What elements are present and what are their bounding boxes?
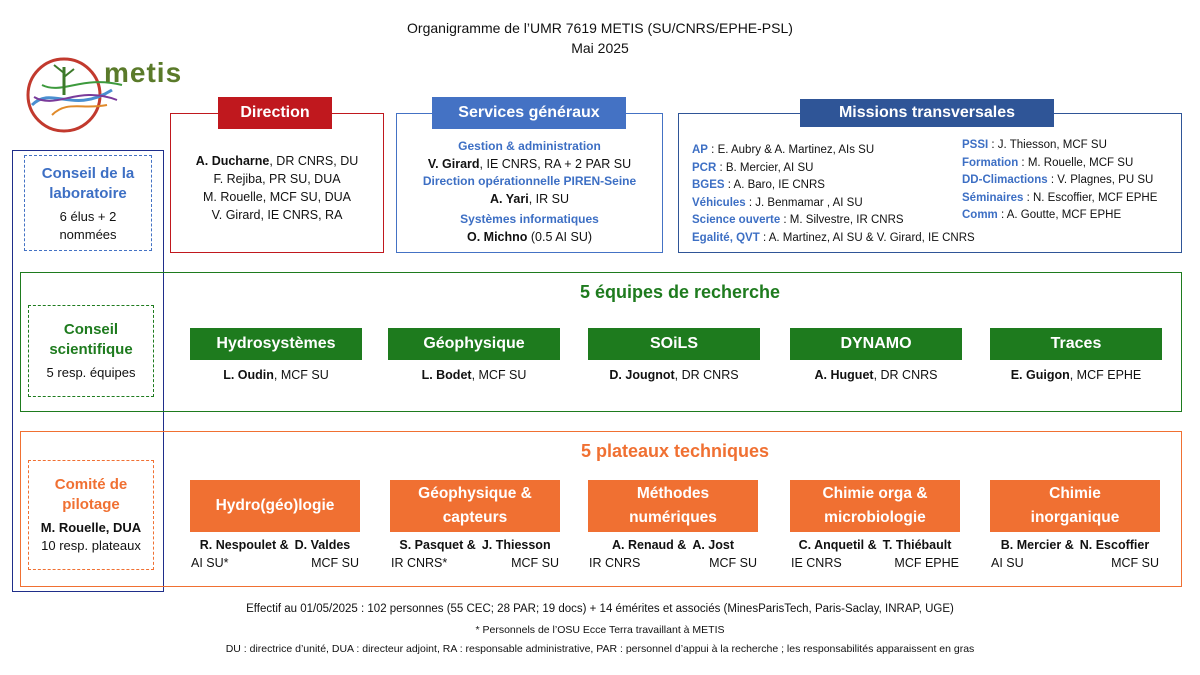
plateau-hydrogeologie-people: R. Nespoulet &D. Valdes AI SU*MCF SU xyxy=(191,538,359,570)
direction-line-2: F. Rejiba, PR SU, DUA xyxy=(213,172,341,186)
conseil-labo-title-1: Conseil de la xyxy=(41,165,135,182)
services-label: Services généraux xyxy=(432,97,626,129)
team-traces-lead: E. Guigon, MCF EPHE xyxy=(1010,368,1142,382)
si-line: O. Michno (0.5 AI SU) xyxy=(466,230,593,244)
mission-vehicules: Véhicules : J. Benmamar , AI SU xyxy=(692,196,863,209)
plateaux-band xyxy=(20,431,1182,587)
comite-lead: M. Rouelle, DUA xyxy=(40,520,142,535)
direction-line-3: M. Rouelle, MCF SU, DUA xyxy=(203,190,351,204)
conseil-scientifique-box: Conseil scientifique 5 resp. équipes xyxy=(28,305,154,397)
team-traces: Traces xyxy=(990,328,1162,360)
direction-line-1: A. Ducharne, DR CNRS, DU xyxy=(195,154,359,168)
team-hydrosystemes: Hydrosystèmes xyxy=(190,328,362,360)
equipes-band xyxy=(20,272,1182,412)
comite-title-1: Comité de xyxy=(54,476,128,493)
conseil-labo-sub-2: nommées xyxy=(59,227,117,242)
piren-title: Direction opérationnelle PIREN-Seine xyxy=(422,174,637,188)
team-hydrosystemes-lead: L. Oudin, MCF SU xyxy=(223,368,329,382)
conseil-sci-title-1: Conseil xyxy=(63,321,119,338)
team-geophysique: Géophysique xyxy=(388,328,560,360)
mission-pssi: PSSI : J. Thiesson, MCF SU xyxy=(962,139,1107,151)
equipes-title: 5 équipes de recherche xyxy=(579,282,781,302)
missions-right: PSSI : J. Thiesson, MCF SU Formation : M… xyxy=(962,137,1157,225)
mission-ap: AP : E. Aubry & A. Martinez, AIs SU xyxy=(692,144,875,156)
mission-seminaires: Séminaires : N. Escoffier, MCF EPHE xyxy=(962,191,1158,204)
plateau-chimie-orga: Chimie orga &microbiologie xyxy=(790,480,960,532)
mission-dd-climactions: DD-Climactions : V. Plagnes, PU SU xyxy=(962,174,1154,186)
plateau-geophysique-capteurs: Géophysique &capteurs xyxy=(390,480,560,532)
conseil-labo-sub-1: 6 élus + 2 xyxy=(59,209,117,224)
mission-science-ouverte: Science ouverte : M. Silvestre, IR CNRS xyxy=(692,214,904,226)
missions-label: Missions transversales xyxy=(800,99,1054,127)
team-dynamo-lead: A. Huguet, DR CNRS xyxy=(814,368,938,382)
page-title: Organigramme de l’UMR 7619 METIS (SU/CNR… xyxy=(407,20,793,36)
mission-bges: BGES : A. Baro, IE CNRS xyxy=(692,179,825,191)
gestion-title: Gestion & administration xyxy=(458,139,601,153)
footer-legend: DU : directrice d’unité, DUA : directeur… xyxy=(225,643,975,655)
chart-header: Organigramme de l’UMR 7619 METIS (SU/CNR… xyxy=(0,18,1200,58)
conseil-sci-title-2: scientifique xyxy=(49,341,133,358)
conseil-labo-title-2: laboratoire xyxy=(49,185,127,202)
footer-osu-note: * Personnels de l’OSU Ecce Terra travail… xyxy=(475,624,725,636)
team-soils: SOiLS xyxy=(588,328,760,360)
page-date: Mai 2025 xyxy=(571,40,629,56)
gestion-line: V. Girard, IE CNRS, RA + 2 PAR SU xyxy=(427,157,632,171)
team-geophysique-lead: L. Bodet, MCF SU xyxy=(421,368,527,382)
team-dynamo: DYNAMO xyxy=(790,328,962,360)
metis-logo: metis xyxy=(22,55,187,135)
left-column-frame xyxy=(12,150,164,592)
mission-egalite: Egalité, QVT : A. Martinez, AI SU & V. G… xyxy=(692,231,975,244)
services-content: Gestion & administration V. Girard, IE C… xyxy=(396,138,663,246)
missions-left: AP : E. Aubry & A. Martinez, AIs SU PCR … xyxy=(692,142,975,247)
team-soils-lead: D. Jougnot, DR CNRS xyxy=(609,368,739,382)
direction-members: A. Ducharne, DR CNRS, DU F. Rejiba, PR S… xyxy=(170,152,384,224)
comite-pilotage-box: Comité de pilotage M. Rouelle, DUA 10 re… xyxy=(28,460,154,570)
direction-label: Direction xyxy=(218,97,332,129)
piren-line: A. Yari, IR SU xyxy=(490,192,569,206)
si-title: Systèmes informatiques xyxy=(460,212,599,226)
mission-comm: Comm : A. Goutte, MCF EPHE xyxy=(962,209,1122,221)
conseil-sci-sub: 5 resp. équipes xyxy=(46,365,136,380)
plateau-geophysique-people: S. Pasquet &J. Thiesson IR CNRS*MCF SU xyxy=(391,538,559,570)
comite-sub: 10 resp. plateaux xyxy=(41,538,141,553)
direction-line-4: V. Girard, IE CNRS, RA xyxy=(211,208,343,222)
logo-graphic xyxy=(26,57,123,133)
plateaux-title: 5 plateaux techniques xyxy=(580,441,770,461)
comite-title-2: pilotage xyxy=(62,496,120,513)
footer-effectif: Effectif au 01/05/2025 : 102 personnes (… xyxy=(246,603,954,615)
conseil-laboratoire-box: Conseil de la laboratoire 6 élus + 2 nom… xyxy=(24,155,152,251)
mission-pcr: PCR : B. Mercier, AI SU xyxy=(692,161,814,174)
mission-formation: Formation : M. Rouelle, MCF SU xyxy=(962,156,1134,169)
logo-wordmark: metis xyxy=(104,57,183,88)
plateau-hydrogeologie: Hydro(géo)logie xyxy=(190,480,360,532)
